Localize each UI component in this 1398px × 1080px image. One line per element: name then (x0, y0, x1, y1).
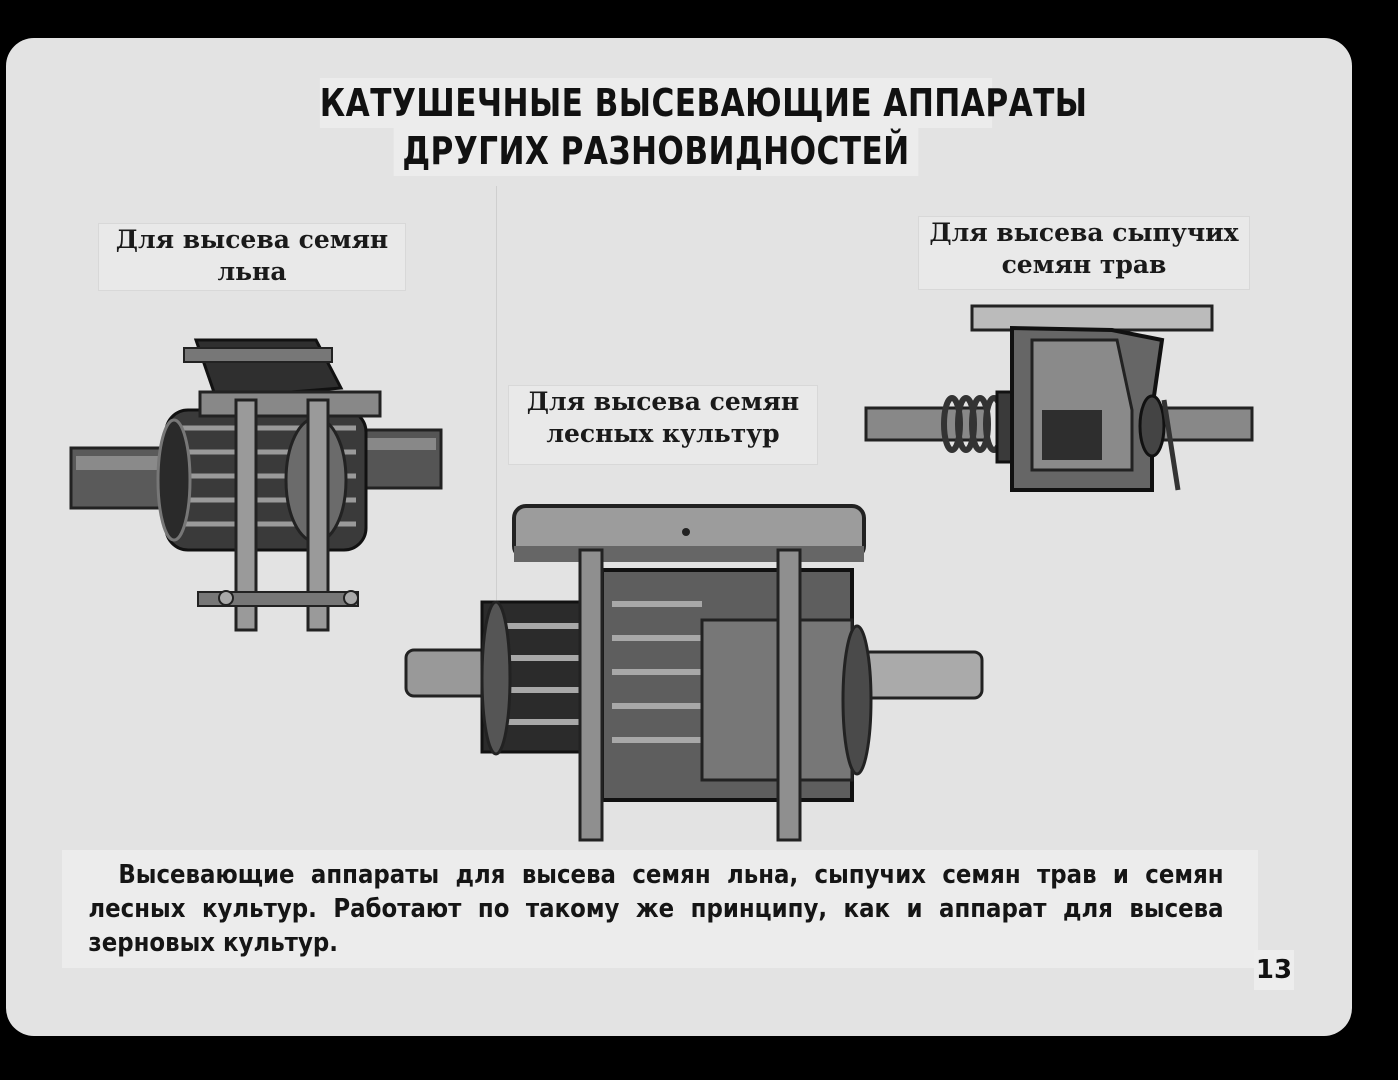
flax-seeder-illustration (69, 338, 443, 632)
grass-seeder-illustration (864, 304, 1254, 492)
label-grass: Для высева сыпучих семян трав (918, 216, 1250, 290)
slide-title-line-1: КАТУШЕЧНЫЕ ВЫСЕВАЮЩИЕ АППАРАТЫ (319, 78, 1087, 128)
label-forest-line2: лесных культур (546, 419, 780, 448)
caption-text: Высевающие аппараты для высева семян льн… (88, 860, 1224, 958)
page-number: 13 (1254, 950, 1294, 990)
slide-title-line-2: ДРУГИХ РАЗНОВИДНОСТЕЙ (393, 126, 919, 176)
slide-panel: КАТУШЕЧНЫЕ ВЫСЕВАЮЩИЕ АППАРАТЫ ДРУГИХ РА… (6, 38, 1352, 1036)
divider-line (496, 186, 497, 656)
label-forest-line1: Для высева семян (526, 387, 800, 416)
forest-seeder-illustration (404, 504, 984, 842)
label-flax-line2: льна (217, 257, 287, 286)
label-flax: Для высева семян льна (98, 223, 406, 291)
label-grass-line1: Для высева сыпучих (929, 218, 1239, 247)
label-grass-line2: семян трав (1001, 250, 1167, 279)
label-flax-line1: Для высева семян (115, 225, 389, 254)
caption-box: Высевающие аппараты для высева семян льн… (62, 850, 1258, 968)
label-forest: Для высева семян лесных культур (508, 385, 818, 465)
